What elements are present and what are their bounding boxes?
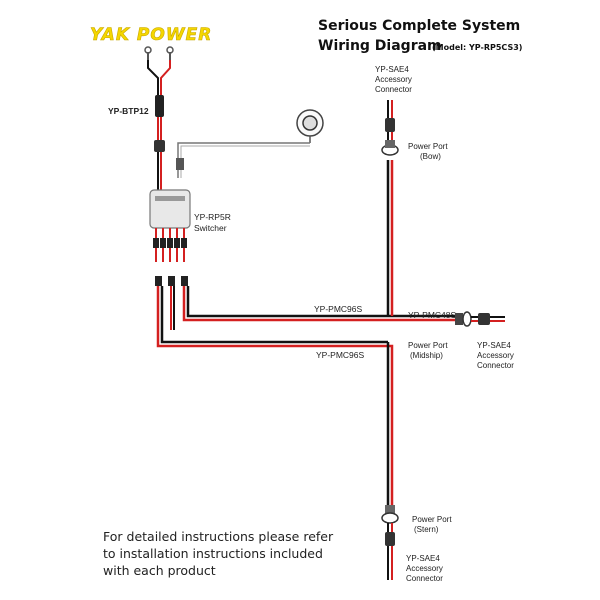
bow-connector-label-1: YP-SAE4 [375,65,409,74]
diagram-model: (Model: YP-RP5CS3) [432,43,522,52]
switcher-label-line1: YP-RP5R [194,212,231,222]
battery-plug-label: YP-BTP12 [108,106,149,116]
switch-cable-plug [176,158,184,170]
instructions-line-2: to installation instructions included [103,546,323,561]
switcher-housing [149,189,191,229]
cable-top-black [186,286,455,318]
plug-lead [157,117,162,140]
switcher-label-line2: Switcher [194,223,227,233]
bow-port-label-1: Power Port [408,142,448,151]
power-port-bow [381,100,399,156]
mid-port-label-1: Power Port [408,341,448,350]
yak-power-logo: YAK POWER [90,25,212,46]
fuse-holder [155,95,164,117]
midship-port-body [455,313,463,325]
bow-connector-label-3: Connector [375,85,412,94]
instructions-line-3: with each product [103,563,216,578]
stern-connector-label-2: Accessory [406,564,443,573]
battery-positive-wire [160,60,171,95]
switch-cable [177,142,310,178]
stern-port-flange [381,512,399,524]
ring-lug-left [144,46,152,54]
battery-negative-wire [147,60,159,95]
output-plug-3 [167,238,173,248]
power-port-midship [455,311,505,327]
mid-connector-label-3: Connector [477,361,514,370]
cable-top-pmc96s [182,286,455,322]
cable-top-label: YP-PMC96S [314,304,363,314]
switcher-box [149,189,191,262]
bow-connector-label-2: Accessory [375,75,412,84]
push-switch [176,109,324,178]
diagram-title-line1: Serious Complete System [318,18,520,34]
cable-mid-label: YP-PMC48S [408,310,457,320]
stern-connector-label-1: YP-SAE4 [406,554,440,563]
switcher-logo-strip [155,196,185,201]
mid-connector-label-2: Accessory [477,351,514,360]
mid-connector-label-1: YP-SAE4 [477,341,511,350]
output-plug-1 [153,238,159,248]
switcher-outputs [153,228,187,262]
midship-port-flange [462,311,472,327]
bow-riser-cable [386,160,394,316]
diagram-title-line2: Wiring Diagram [318,38,442,54]
power-port-stern [381,505,399,580]
ext-plug-2 [168,276,175,286]
plug-connector [154,140,165,152]
output-plug-4 [174,238,180,248]
mid-port-label-2: (Midship) [410,351,443,360]
instructions-line-1: For detailed instructions please refer [103,529,334,544]
bow-port-body [385,140,395,148]
switch-button [302,115,318,131]
bow-sae-plug [385,118,395,132]
switch-cable-inner [180,145,310,178]
ext-plug-3 [181,276,188,286]
cable-low-red [156,286,394,505]
stern-port-label-2: (Stern) [414,525,439,534]
logo-text: YAK POWER [90,25,212,45]
cable-top-red [182,286,455,322]
battery-terminal-plug [144,46,174,192]
stern-sae-plug [385,532,395,546]
cable-low-pmc96s [156,286,394,505]
output-plug-2 [160,238,166,248]
extension-plugs [155,276,188,286]
stern-port-label-1: Power Port [412,515,452,524]
bow-port-label-2: (Bow) [420,152,441,161]
stern-port-body [385,505,395,515]
stern-connector-label-3: Connector [406,574,443,583]
cable-low-label: YP-PMC96S [316,350,365,360]
ext-plug-1 [155,276,162,286]
instructions-note: For detailed instructions please refer t… [103,528,363,579]
ring-lug-right [166,46,174,54]
output-plug-5 [181,238,187,248]
midship-sae-plug [478,313,490,325]
cable-low-black [160,286,388,344]
